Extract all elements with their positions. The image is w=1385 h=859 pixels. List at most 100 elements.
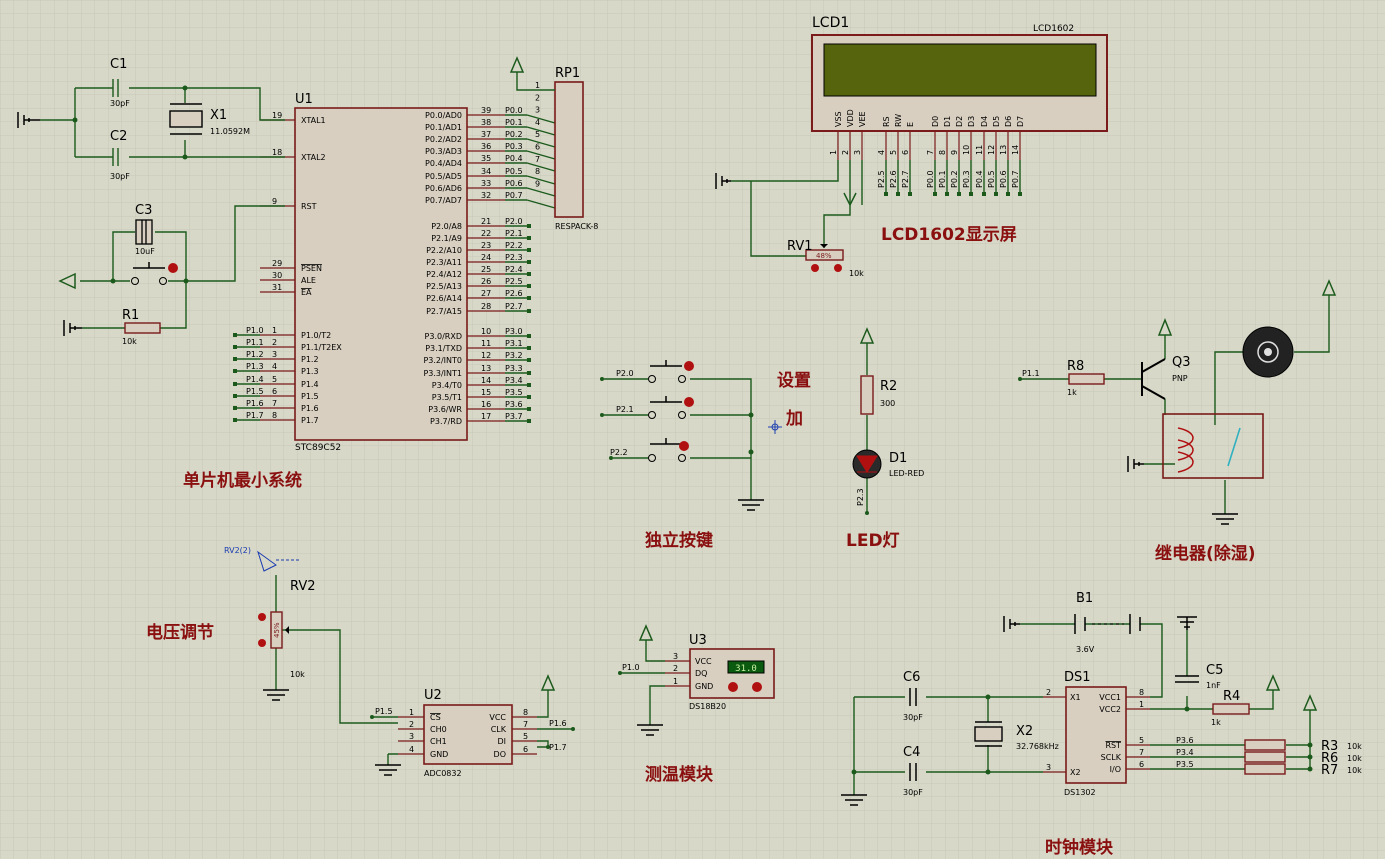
c3-capacitor[interactable]	[135, 219, 153, 245]
rp1-body[interactable]	[554, 81, 584, 218]
rv1-pct: 48%	[816, 252, 832, 260]
u2-body[interactable]	[423, 704, 513, 765]
c5-capacitor[interactable]	[1175, 675, 1199, 683]
u2-pin-number: 4	[409, 745, 414, 754]
rp1-pin-number: 8	[535, 167, 540, 176]
u1-pin-number: 17	[481, 412, 491, 421]
u2-pin-number: 5	[523, 732, 528, 741]
c6-c4-capacitors[interactable]	[909, 688, 917, 781]
ds1302-clock[interactable]: DS1 DS1302 2X13X28VCC11VCC25RST7SCLK6I/O…	[841, 591, 1362, 806]
net-wire	[526, 138, 556, 148]
u1-pin-name: P3.0/RXD	[425, 332, 462, 341]
r3-resistor[interactable]	[1244, 739, 1286, 751]
relay-circuit[interactable]: P1.1 R8 1k Q3 PNP	[1018, 279, 1337, 525]
key-3-button[interactable]	[650, 438, 682, 445]
u1-body[interactable]	[294, 107, 468, 441]
u1-pin-number: 4	[272, 362, 277, 371]
key-set-knob[interactable]	[684, 361, 694, 371]
r1-resistor[interactable]	[124, 322, 161, 334]
u1-pin-number: 7	[272, 399, 277, 408]
u1-pin-number: 1	[272, 326, 277, 335]
u1-pin-number: 34	[481, 167, 491, 176]
ds1-pin-name: VCC1	[1099, 693, 1121, 702]
u2-pin-name: GND	[430, 750, 448, 759]
adc-net-3: P1.7	[549, 743, 567, 752]
u1-net-label: P2.6	[505, 289, 523, 298]
led-circuit[interactable]: R2 300 D1 LED-RED P2.3	[852, 327, 924, 515]
ds1-body[interactable]	[1065, 686, 1127, 784]
b1-battery[interactable]	[1074, 614, 1141, 634]
relay-body[interactable]	[1162, 413, 1264, 479]
ds1-pin-number: 8	[1139, 688, 1144, 697]
net-terminal	[527, 236, 531, 240]
q3-transistor[interactable]	[1141, 358, 1166, 400]
reset-button[interactable]	[133, 262, 165, 269]
net-terminal	[527, 248, 531, 252]
lcd-pin-number: 2	[841, 150, 850, 155]
ds1-pin-name: X1	[1070, 693, 1081, 702]
voltage-divider[interactable]: RV2(2) 45% RV2 10k	[224, 546, 398, 724]
u2-pin-number: 8	[523, 708, 528, 717]
c6-val: 30pF	[903, 713, 923, 722]
u1-pin-name: P3.3/INT1	[423, 369, 462, 378]
u1-net-label: P3.7	[505, 412, 523, 421]
u1-pin-name: XTAL2	[301, 153, 326, 162]
u1-pin-name: P0.7/AD7	[425, 196, 462, 205]
u1-net-label: P0.0	[505, 106, 523, 115]
ground-symbol-keys	[738, 499, 764, 511]
u1-net-label: P2.2	[505, 241, 523, 250]
lcd-pin-name: D4	[980, 116, 989, 127]
u1-pin-name: RST	[301, 202, 317, 211]
ground-symbol-1	[17, 112, 40, 128]
reset-button-knob[interactable]	[168, 263, 178, 273]
r4-ref: R4	[1223, 689, 1240, 704]
mcu-u1[interactable]: U1 STC89C52 19XTAL118XTAL29RST29PSEN30AL…	[233, 92, 556, 453]
key-add-knob[interactable]	[684, 397, 694, 407]
ds1-pin-number: 1	[1139, 700, 1144, 709]
key-set-button[interactable]	[650, 360, 682, 367]
x1-crystal[interactable]	[169, 110, 203, 128]
rv1-potentiometer[interactable]	[805, 249, 844, 261]
u1-pin-number: 19	[272, 111, 282, 120]
net-terminal	[527, 395, 531, 399]
rtc-net-3: P3.5	[1176, 760, 1194, 769]
net-wire	[526, 187, 556, 197]
adc0832-u2[interactable]: U2 ADC0832 1CS2CH03CH14GND8VCC7CLK5DI6DO…	[370, 674, 575, 778]
lcd1602[interactable]: LCD1 LCD1602 VSS1VDD2VEE3RS4P2.5RW5P2.6E…	[715, 15, 1108, 278]
temp-down-button[interactable]	[728, 682, 738, 692]
rv2-potentiometer[interactable]	[270, 611, 283, 649]
u1-net-label: P3.6	[505, 400, 523, 409]
u1-pin-number: 36	[481, 142, 491, 151]
ds1-pin-number: 2	[1046, 688, 1051, 697]
r6-resistor[interactable]	[1244, 751, 1286, 763]
r2-resistor[interactable]	[860, 375, 874, 415]
ds1-pin-name: I/O	[1110, 765, 1121, 774]
u1-net-label: P0.4	[505, 154, 523, 163]
net-terminal	[527, 346, 531, 350]
ground-symbol-adc	[375, 764, 401, 776]
key-add-button[interactable]	[650, 396, 682, 403]
rv2-ref: RV2	[290, 579, 316, 594]
r4-resistor[interactable]	[1212, 703, 1250, 715]
x2-crystal[interactable]	[974, 726, 1003, 742]
u3-ref: U3	[689, 633, 707, 648]
net-terminal	[233, 333, 237, 337]
net-terminal	[527, 383, 531, 387]
temp-up-button[interactable]	[752, 682, 762, 692]
r8-resistor[interactable]	[1068, 373, 1105, 385]
r7-resistor[interactable]	[1244, 763, 1286, 775]
net-terminal	[527, 260, 531, 264]
net-terminal	[527, 284, 531, 288]
u1-net-label: P1.2	[246, 350, 264, 359]
key-3-knob[interactable]	[679, 441, 689, 451]
ds1-pin-name: X2	[1070, 768, 1081, 777]
r8-ref: R8	[1067, 359, 1084, 374]
rp1-pin-number: 2	[535, 93, 540, 102]
u1-pin-number: 9	[272, 197, 277, 206]
net-terminal	[945, 192, 949, 196]
lcd-pin-name: D6	[1004, 116, 1013, 127]
